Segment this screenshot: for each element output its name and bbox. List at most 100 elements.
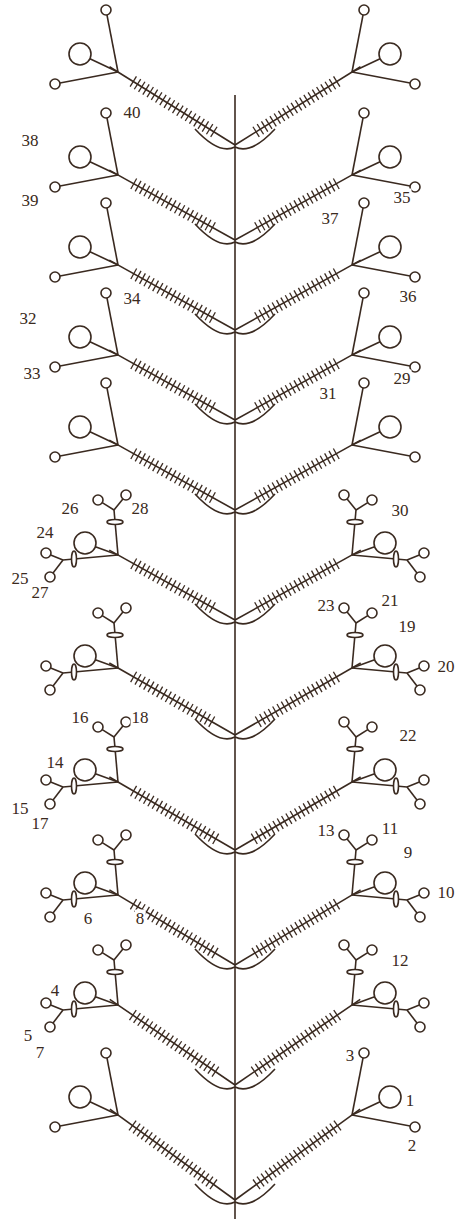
hatch-mark xyxy=(152,798,158,808)
hatch-mark xyxy=(179,205,185,215)
hatch-mark xyxy=(281,298,287,308)
hatch-mark xyxy=(131,672,137,682)
stalk xyxy=(60,445,118,456)
bract-ellipse xyxy=(107,860,123,865)
hatch-mark xyxy=(321,1019,328,1029)
hatch-mark xyxy=(325,791,331,801)
small-circle xyxy=(93,722,103,732)
hatch-mark xyxy=(305,1030,312,1040)
bract-ellipse xyxy=(347,970,363,975)
hatch-mark xyxy=(316,278,322,288)
stalk xyxy=(102,843,114,850)
hatch-mark xyxy=(173,103,179,113)
hatch-mark xyxy=(273,707,279,717)
hatch-mark xyxy=(325,453,331,463)
hatch-mark xyxy=(299,692,305,702)
hatch-mark xyxy=(294,470,300,480)
hatch-mark xyxy=(299,920,305,930)
callout-number: 5 xyxy=(23,1027,34,1044)
hatch-mark xyxy=(259,400,265,410)
hatch-mark xyxy=(157,373,163,383)
hatch-mark xyxy=(169,808,175,818)
hatch-mark xyxy=(170,580,176,590)
hatch-mark xyxy=(156,914,162,924)
hatch-mark xyxy=(309,1027,316,1037)
hatch-mark xyxy=(289,1153,296,1163)
hatch-mark xyxy=(293,1150,300,1160)
large-circle xyxy=(74,532,96,554)
hatch-mark xyxy=(292,1038,299,1048)
hatch-mark xyxy=(161,575,167,585)
hatch-mark xyxy=(201,597,207,607)
stalk xyxy=(407,668,419,673)
hatch-mark xyxy=(130,76,136,86)
hatch-mark xyxy=(308,914,314,924)
stalk xyxy=(114,960,118,1005)
stalk xyxy=(407,560,417,573)
callout-number: 23 xyxy=(317,597,336,614)
stalk xyxy=(95,887,118,895)
hatch-mark xyxy=(144,186,150,196)
hatch-mark xyxy=(260,714,266,724)
small-circle xyxy=(45,1022,55,1032)
hatch-mark xyxy=(129,1121,136,1131)
bract-ellipse xyxy=(347,633,363,638)
stalk xyxy=(352,342,380,355)
hatch-mark xyxy=(333,358,339,368)
small-circle xyxy=(45,572,55,582)
hatch-mark xyxy=(131,786,137,796)
hatch-mark xyxy=(313,1024,320,1034)
bract-ellipse xyxy=(394,1001,399,1017)
callout-number: 39 xyxy=(21,192,40,209)
large-circle xyxy=(379,43,401,65)
hatch-mark xyxy=(290,473,296,483)
hatch-mark xyxy=(256,945,262,955)
hatch-mark xyxy=(165,806,171,816)
hatch-mark xyxy=(257,124,263,134)
stalk xyxy=(347,949,356,960)
hatch-mark xyxy=(211,127,217,137)
hatch-mark xyxy=(131,268,137,278)
hatch-mark xyxy=(174,697,180,707)
hatch-mark xyxy=(294,380,300,390)
large-circle xyxy=(74,872,96,894)
stipule-arc xyxy=(195,494,235,514)
hatch-mark xyxy=(316,368,322,378)
hatch-mark xyxy=(281,208,287,218)
hatch-mark xyxy=(188,590,194,600)
hatch-mark xyxy=(290,811,296,821)
hatch-mark xyxy=(139,791,145,801)
hatch-mark xyxy=(151,90,157,100)
hatch-mark xyxy=(298,1147,305,1157)
stalk xyxy=(352,265,410,276)
hatch-mark xyxy=(333,178,339,188)
stalk xyxy=(95,997,118,1005)
hatch-mark xyxy=(191,1053,198,1063)
hatch-mark xyxy=(153,1138,160,1148)
hatch-mark xyxy=(191,821,197,831)
hatch-mark xyxy=(302,1144,309,1154)
hatch-mark xyxy=(283,108,289,118)
hatch-mark xyxy=(156,92,162,102)
branch-line xyxy=(109,260,235,330)
hatch-mark xyxy=(278,111,284,121)
hatch-mark xyxy=(329,451,335,461)
hatch-mark xyxy=(194,1168,201,1178)
stalk xyxy=(114,612,123,623)
branch-line xyxy=(110,1109,235,1200)
small-circle xyxy=(339,603,349,613)
hatch-mark xyxy=(277,704,283,714)
hatch-mark xyxy=(140,183,146,193)
hatch-mark xyxy=(320,276,326,286)
hatch-mark xyxy=(255,402,261,412)
hatch-mark xyxy=(201,307,207,317)
hatch-mark xyxy=(196,395,202,405)
stipule-arc xyxy=(195,129,235,149)
hatch-mark xyxy=(135,561,141,571)
hatch-mark xyxy=(321,84,327,94)
hatch-mark xyxy=(154,1027,161,1037)
large-circle xyxy=(69,236,91,258)
hatch-mark xyxy=(286,699,292,709)
hatch-mark xyxy=(277,390,283,400)
stalk xyxy=(102,616,114,623)
